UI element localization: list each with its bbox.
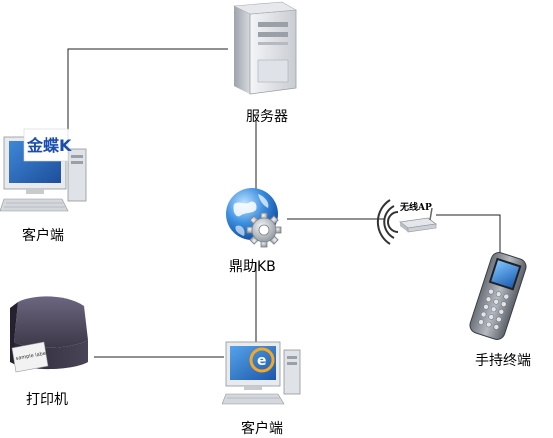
client-left-label: 客户端 bbox=[22, 228, 64, 244]
printer-label: 打印机 bbox=[26, 392, 68, 408]
desktop-computer-icon: 金蝶K bbox=[0, 128, 87, 212]
handheld-terminal-icon bbox=[469, 252, 527, 340]
handheld-node bbox=[458, 250, 538, 342]
client-bottom-node: e bbox=[222, 340, 306, 408]
server-label: 服务器 bbox=[246, 109, 288, 125]
label-printer-icon: sample label bbox=[10, 296, 88, 373]
hub-label: 鼎助KB bbox=[229, 259, 276, 275]
client-bottom-label: 客户端 bbox=[241, 421, 283, 437]
client-left-node: 金蝶K bbox=[0, 123, 92, 213]
wireless-ap-icon: 无线AP bbox=[376, 199, 438, 245]
desktop-computer-icon: e bbox=[222, 341, 301, 405]
handheld-label: 手持终端 bbox=[475, 353, 531, 369]
line-ap-handheld bbox=[436, 214, 501, 258]
globe-gear-icon bbox=[226, 188, 282, 248]
kingdee-logo-text: 金蝶K bbox=[26, 136, 72, 155]
browser-logo-icon: e bbox=[257, 353, 267, 369]
server-icon bbox=[232, 1, 297, 95]
printer-paper-text: sample label bbox=[15, 351, 47, 362]
server-node bbox=[226, 0, 302, 95]
line-server-client-left bbox=[67, 48, 228, 130]
wireless-ap-node: 无线AP bbox=[372, 190, 444, 250]
wireless-ap-label: 无线AP bbox=[399, 201, 432, 213]
printer-node: sample label bbox=[4, 292, 94, 378]
hub-node bbox=[222, 186, 288, 252]
